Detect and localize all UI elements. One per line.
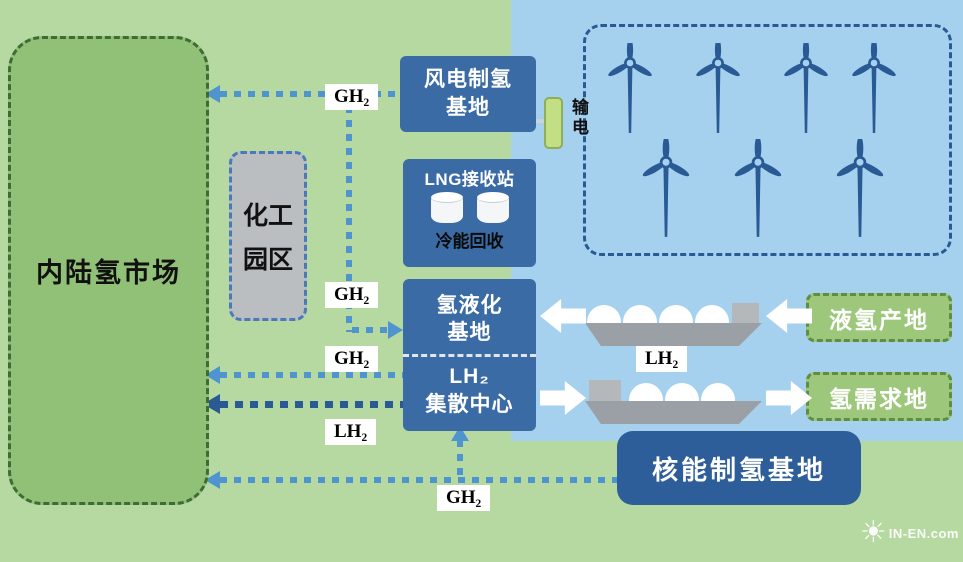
tank-dome-icon — [623, 305, 657, 323]
arrowhead-right-icon — [388, 321, 403, 339]
lh2-carrier-ship-inbound — [585, 301, 762, 346]
flow-line-gh2-hub-to-market — [220, 372, 403, 378]
watermark: ☀ IN-EN.com — [860, 518, 959, 548]
tank-dome-icon — [659, 305, 693, 323]
lng-station-title: LNG接收站 — [424, 170, 515, 189]
tank-dome-icon — [695, 305, 729, 323]
tank-dome-icon — [587, 305, 621, 323]
lng-tanks — [430, 192, 509, 223]
inland-market-label: 内陆氢市场 — [36, 258, 181, 288]
storage-tank-icon — [430, 192, 463, 223]
lh2-hub-label-line2: 集散中心 — [425, 392, 514, 416]
tank-dome-icon — [665, 383, 699, 401]
nuclear-hydrogen-base-box: 核能制氢基地 — [617, 431, 861, 505]
liquefaction-label-line1: 氢液化 — [436, 293, 503, 317]
tank-dome-icon — [629, 383, 663, 401]
lh2-hub-section: LH₂ 集散中心 — [403, 357, 536, 426]
chemical-park-zone: 化工 园区 — [229, 151, 307, 321]
liquefaction-hub-box: 氢液化 基地 LH₂ 集散中心 — [403, 279, 536, 431]
nuclear-base-label: 核能制氢基地 — [651, 454, 826, 485]
flow-line-gh2-vertical — [346, 106, 352, 332]
ship-hull-icon — [585, 401, 762, 424]
flow-label-gh2-mid: GH₂ — [325, 282, 379, 308]
wind-turbine-icon — [844, 43, 904, 135]
ship-hull-icon — [585, 323, 762, 346]
wind-base-label-line2: 基地 — [446, 96, 490, 119]
wind-turbine-icon — [776, 43, 836, 135]
lh2-carrier-ship-outbound — [585, 377, 762, 424]
cargo-block-icon — [732, 303, 759, 323]
h2-demand-label: 氢需求地 — [829, 385, 929, 412]
flow-line-gh2-wind-to-market — [220, 91, 400, 97]
watermark-text: IN-EN.com — [888, 525, 959, 541]
power-transmission-icon — [544, 97, 563, 149]
cargo-block-icon — [589, 380, 621, 401]
wind-turbine-icon — [828, 139, 892, 241]
lh2-hub-label-line1: LH₂ — [449, 365, 490, 389]
h2-demand-box: 氢需求地 — [806, 372, 952, 421]
flow-label-gh2-bottom: GH₂ — [437, 485, 491, 511]
transmission-connector — [534, 119, 546, 123]
flow-line-lh2-hub-to-market — [220, 401, 403, 408]
wind-turbine-icon — [600, 43, 660, 135]
liquefaction-section: 氢液化 基地 — [403, 285, 536, 354]
storage-tank-icon — [476, 192, 509, 223]
lng-station-box: LNG接收站 冷能回收 — [403, 159, 536, 267]
flow-label-gh2-low: GH₂ — [325, 346, 379, 372]
section-divider — [403, 353, 536, 357]
tank-dome-icon — [701, 383, 735, 401]
wind-turbine-icon — [634, 139, 698, 241]
wind-farm-zone — [583, 24, 952, 256]
wind-base-label-line1: 风电制氢 — [424, 67, 512, 91]
wind-turbine-icon — [726, 139, 790, 241]
lh2-source-label: 液氢产地 — [829, 306, 929, 333]
wind-hydrogen-base-box: 风电制氢 基地 — [400, 56, 536, 132]
cold-energy-recovery-label: 冷能回收 — [435, 232, 504, 251]
flow-label-lh2-mid: LH₂ — [636, 346, 688, 372]
flow-line-gh2-nuclear-to-market — [220, 477, 618, 483]
lh2-source-box: 液氢产地 — [806, 293, 952, 342]
arrowhead-left-icon — [205, 471, 220, 489]
wind-turbine-icon — [688, 43, 748, 135]
flow-line-gh2-branch-to-hub — [457, 440, 463, 477]
flow-label-gh2-top: GH₂ — [325, 84, 379, 110]
flow-line-gh2-into-liquefaction — [352, 327, 388, 333]
sun-logo-icon: ☀ — [859, 516, 887, 549]
transmission-label: 输电 — [569, 98, 588, 138]
inland-hydrogen-market-zone: 内陆氢市场 — [8, 36, 209, 505]
flow-label-lh2-left: LH₂ — [325, 419, 377, 445]
chemical-park-label-line2: 园区 — [242, 246, 293, 274]
chemical-park-label-line1: 化工 — [242, 202, 293, 230]
liquefaction-label-line2: 基地 — [447, 321, 492, 345]
